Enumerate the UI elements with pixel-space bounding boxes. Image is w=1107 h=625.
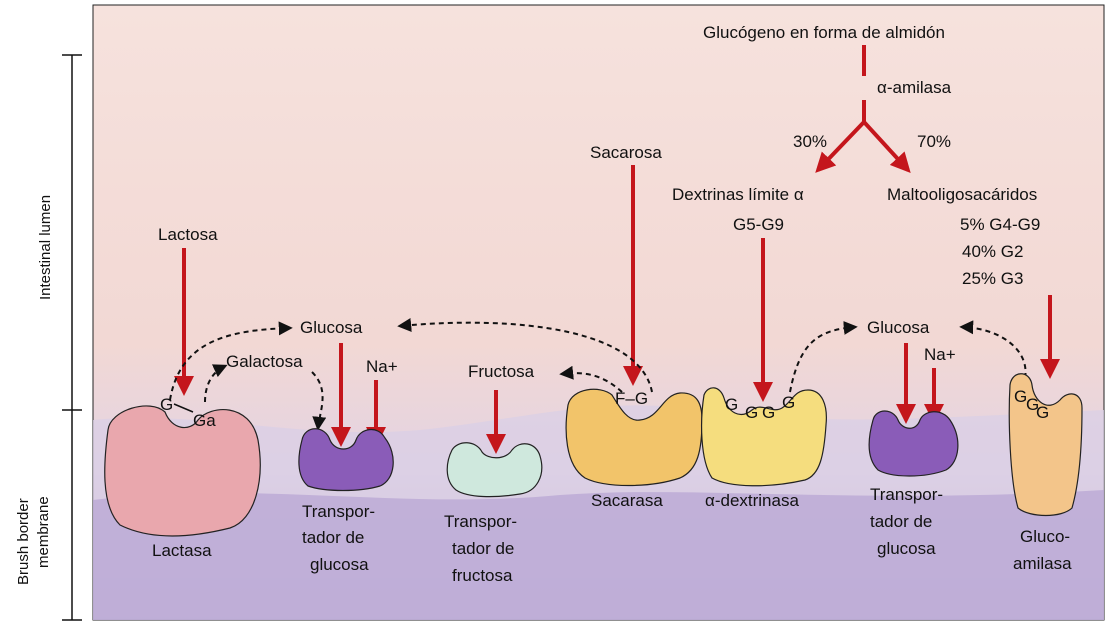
galactose-label: Galactosa	[226, 352, 303, 371]
dextrinase-label: α-dextrinasa	[705, 491, 799, 510]
fru-transporter-l2: tador de	[452, 539, 514, 558]
dextrin-bound-g4: G	[782, 393, 795, 412]
dextrins-formula: G5-G9	[733, 215, 784, 234]
glucoamylase-l2: amilasa	[1013, 554, 1072, 573]
glu-transporter-l3: glucosa	[310, 555, 369, 574]
lactose-label: Lactosa	[158, 225, 218, 244]
pct-left: 30%	[793, 132, 827, 151]
malto-line-3: 25% G3	[962, 269, 1023, 288]
dextrin-bound-g2: G	[745, 403, 758, 422]
lactose-bound-ga: Ga	[193, 411, 216, 430]
brush-border-label: Brush border	[15, 498, 32, 585]
glucoamylase-l1: Gluco-	[1020, 527, 1070, 546]
sucrose-bound-fg: F–G	[615, 389, 648, 408]
glucose-left-label: Glucosa	[300, 318, 363, 337]
fru-transporter-l1: Transpor-	[444, 512, 517, 531]
pct-right: 70%	[917, 132, 951, 151]
dextrin-bound-g3: G	[762, 403, 775, 422]
dextrins-label: Dextrinas límite α	[672, 185, 804, 204]
lactase-label: Lactasa	[152, 541, 212, 560]
fru-transporter-l3: fructosa	[452, 566, 513, 585]
fructose-label: Fructosa	[468, 362, 535, 381]
glu-transporter-l2: tador de	[302, 528, 364, 547]
dextrin-bound-g1: G	[725, 395, 738, 414]
malto-label: Maltooligosacáridos	[887, 185, 1037, 204]
glu-transporter-l1: Transpor-	[302, 502, 375, 521]
membrane-label: membrane	[35, 496, 52, 568]
gluco-bound-g3: G	[1036, 403, 1049, 422]
alpha-amylase-label: α-amilasa	[877, 78, 952, 97]
malto-line-1: 5% G4-G9	[960, 215, 1040, 234]
side-bracket	[62, 55, 82, 620]
sucrase-label: Sacarasa	[591, 491, 663, 510]
na-right-label: Na+	[924, 345, 956, 364]
glucose-right-label: Glucosa	[867, 318, 930, 337]
lactose-bound-g: G	[160, 395, 173, 414]
glu-transporter2-l1: Transpor-	[870, 485, 943, 504]
glu-transporter2-l3: glucosa	[877, 539, 936, 558]
sucrose-label: Sacarosa	[590, 143, 662, 162]
glu-transporter2-l2: tador de	[870, 512, 932, 531]
malto-line-2: 40% G2	[962, 242, 1023, 261]
title-glycogen: Glucógeno en forma de almidón	[703, 23, 945, 42]
intestinal-lumen-label: Intestinal lumen	[37, 195, 54, 300]
na-left-label: Na+	[366, 357, 398, 376]
